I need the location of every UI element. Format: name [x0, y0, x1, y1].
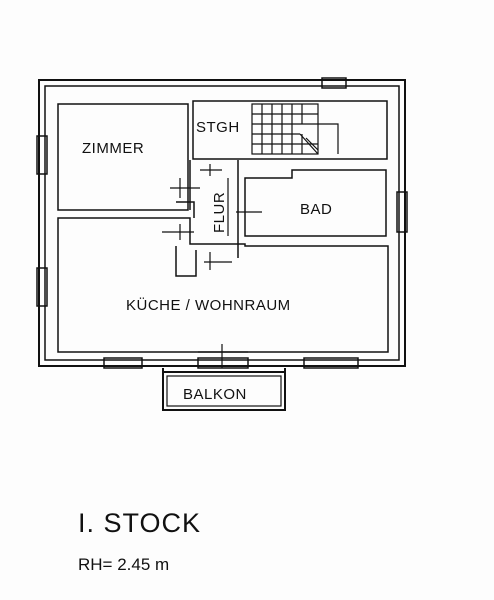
windows: [36, 77, 408, 369]
staircase: [251, 103, 339, 155]
room-label-stgh: STGH: [196, 119, 240, 136]
room-label-balkon: BALKON: [183, 386, 247, 403]
floor-title: I. STOCK: [78, 508, 202, 538]
floor-plan-drawing: ZIMMER STGH FLUR BAD KÜCHE / WOHNRAUM BA…: [36, 77, 408, 411]
balcony: [162, 371, 286, 411]
door-marks: [162, 164, 262, 368]
zimmer-room: [57, 103, 189, 211]
room-height-note: RH= 2.45 m: [78, 555, 170, 574]
room-label-zimmer: ZIMMER: [82, 140, 144, 157]
room-label-kitchen-living: KÜCHE / WOHNRAUM: [126, 296, 291, 314]
kitchen-living-room: [57, 217, 389, 353]
bad-room: [244, 169, 387, 237]
room-label-bad: BAD: [300, 201, 332, 218]
room-label-flur: FLUR: [211, 192, 228, 233]
stairwell-room: [192, 100, 388, 160]
